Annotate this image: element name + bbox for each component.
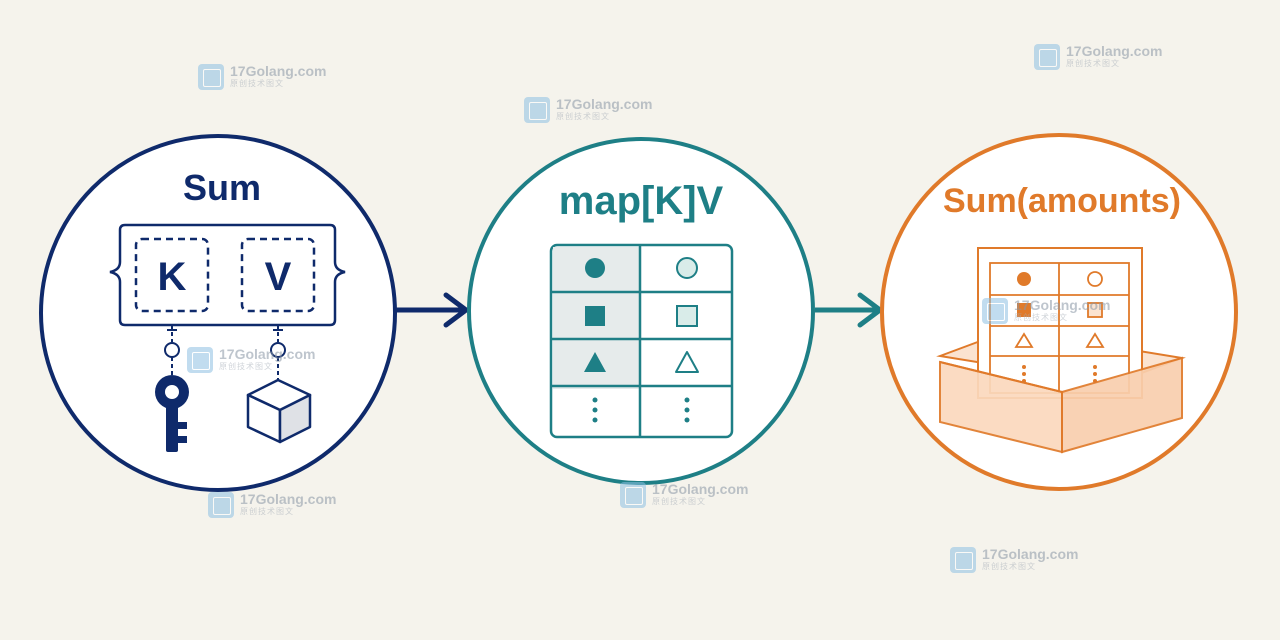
call-title: Sum(amounts) (943, 182, 1181, 220)
arrow-sum-to-map (396, 292, 469, 328)
value-square-icon (676, 305, 698, 327)
map-title: map[K]V (559, 179, 724, 223)
key-param-box (134, 237, 210, 313)
value-ellipsis-icon (684, 397, 690, 423)
value-connector (270, 325, 286, 380)
key-circle-icon (585, 258, 605, 278)
value-param-label: V (265, 255, 292, 299)
key-connector (164, 325, 180, 376)
map-table (549, 243, 734, 439)
key-square-icon (585, 306, 605, 326)
cube-icon (246, 378, 312, 444)
call-node: Sum(amounts) (880, 133, 1238, 491)
key-ellipsis-icon (592, 397, 598, 423)
value-circle-icon (676, 257, 698, 279)
key-triangle-icon (584, 352, 606, 372)
sum-node: Sum K V (39, 134, 397, 492)
key-param-label: K (158, 255, 187, 299)
map-node: map[K]V (467, 137, 815, 485)
box-icon (936, 247, 1186, 454)
sum-title: Sum (183, 167, 261, 208)
value-triangle-icon (675, 351, 699, 373)
arrow-map-to-call (815, 292, 883, 328)
type-params-brace (109, 223, 346, 327)
value-param-box (240, 237, 316, 313)
key-icon (155, 375, 189, 452)
